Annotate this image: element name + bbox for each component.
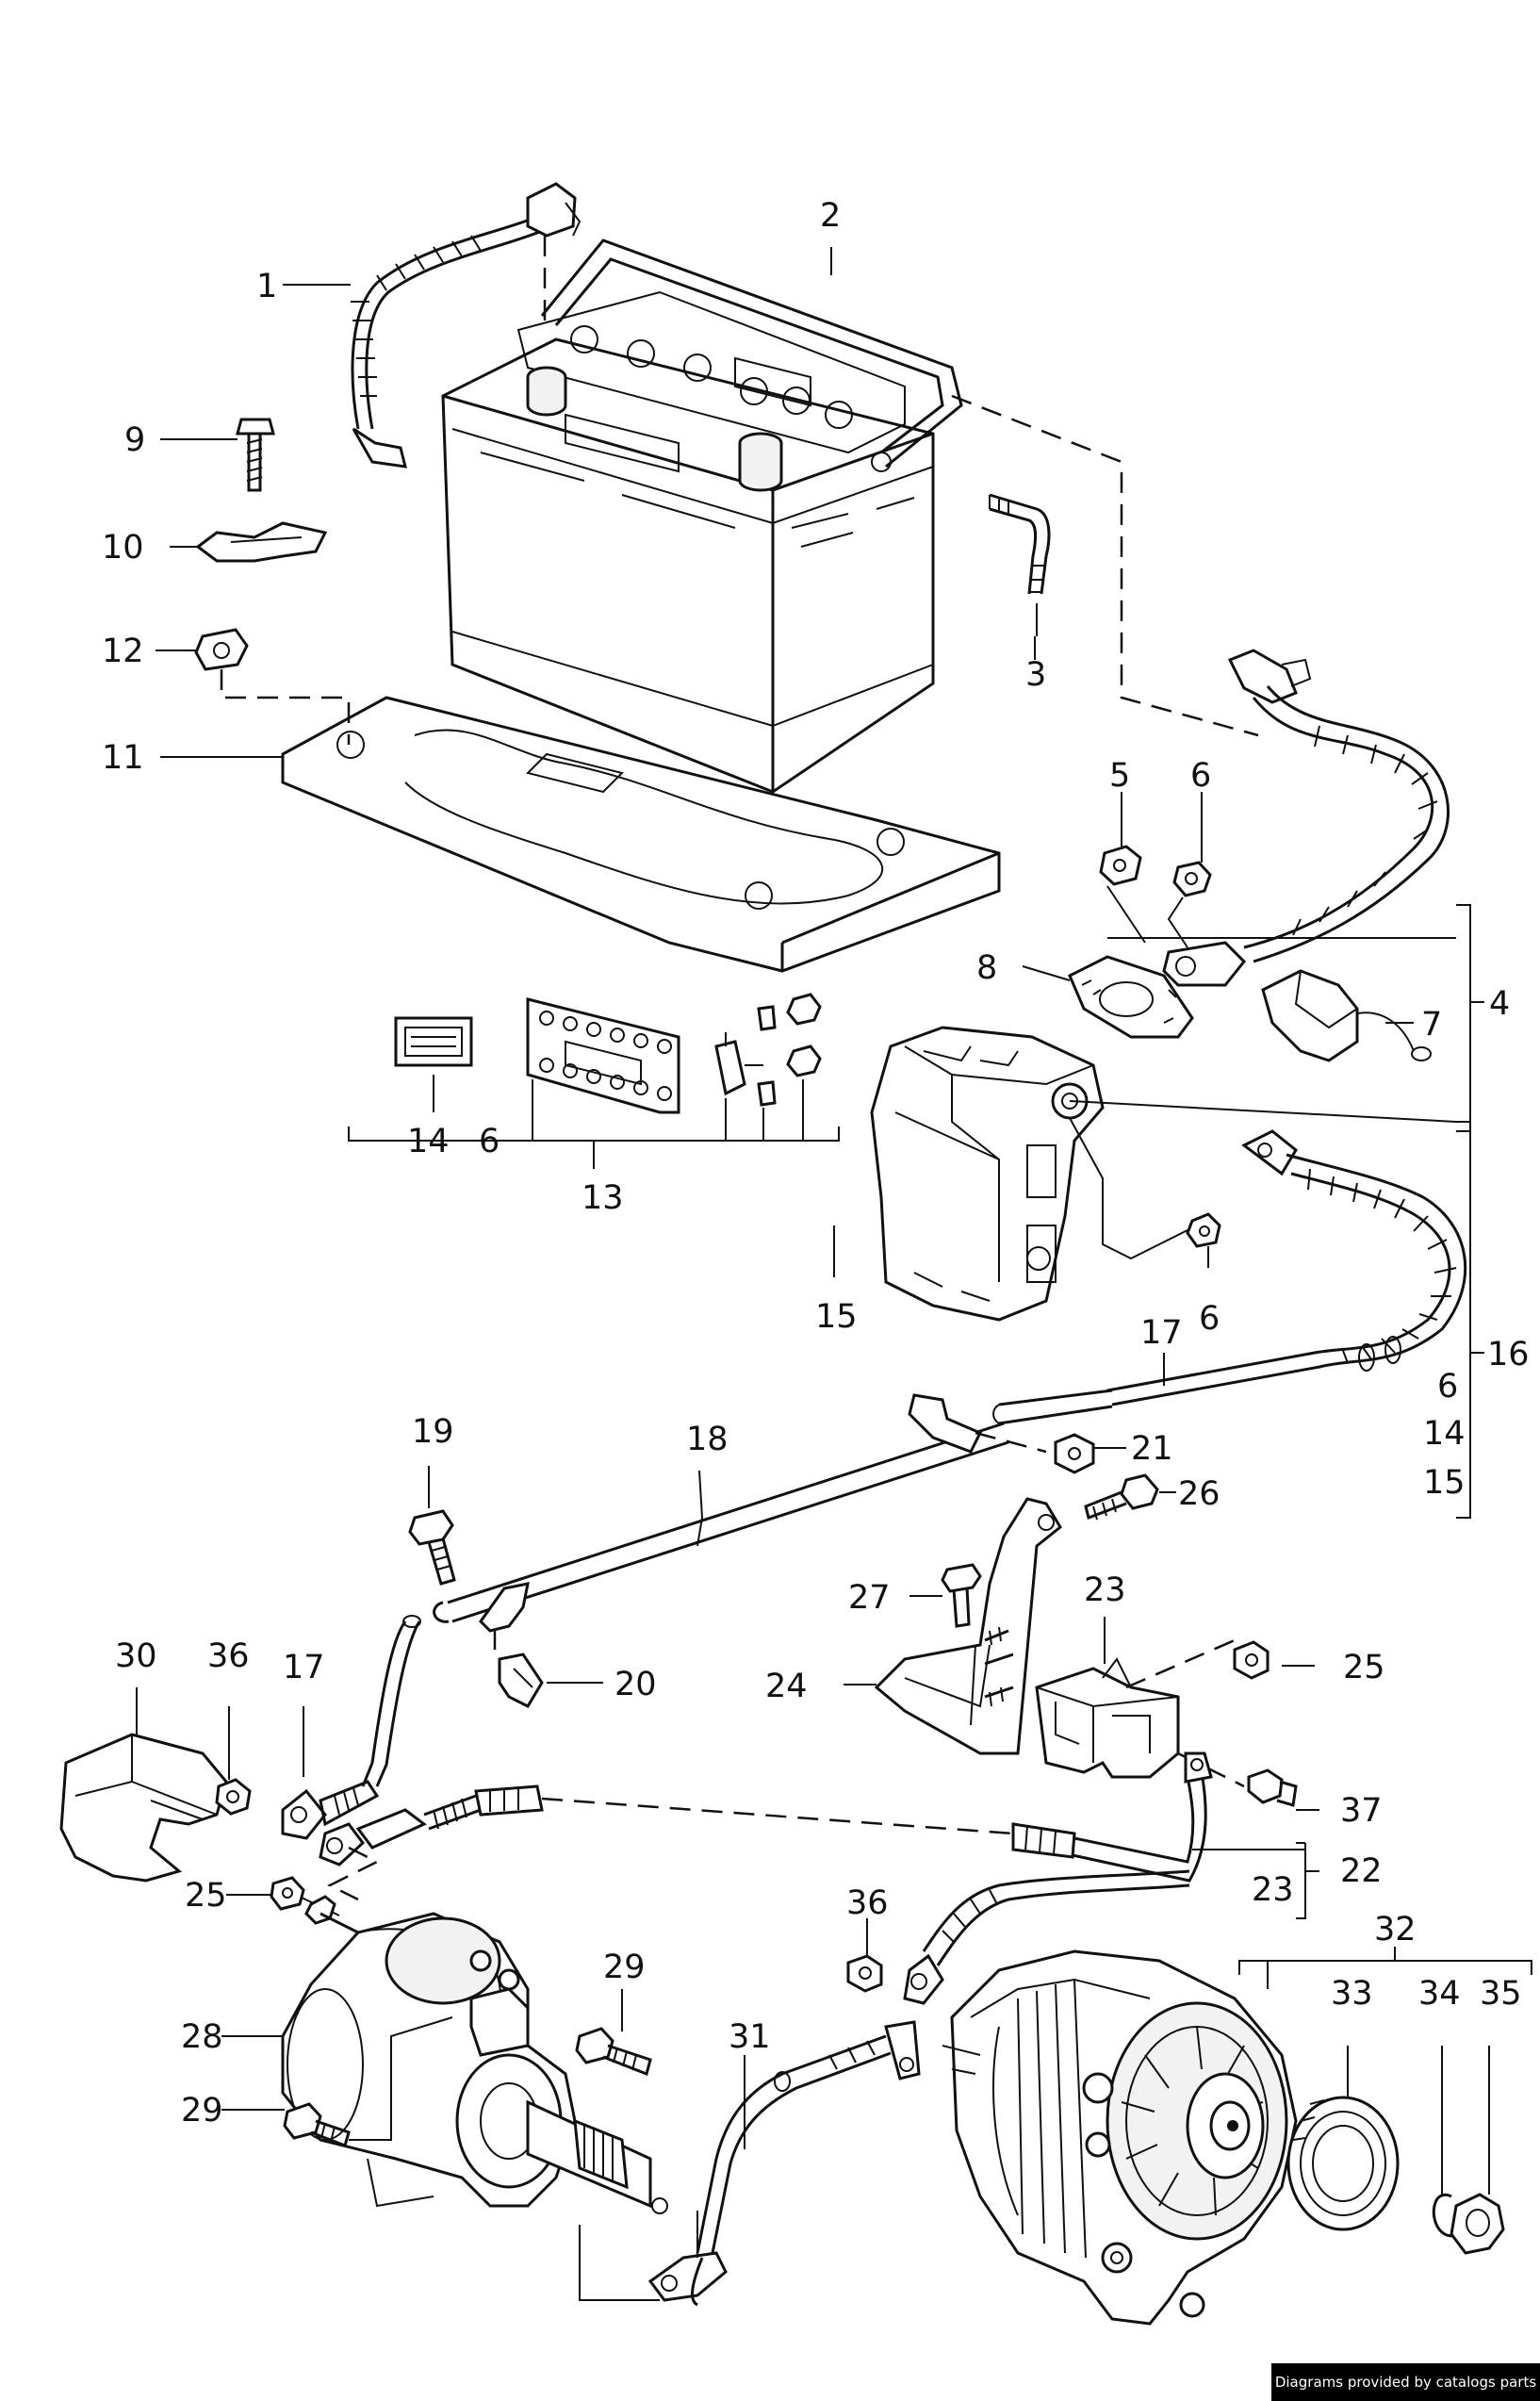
label-24: 24: [765, 1668, 808, 1705]
label-14b: 14: [1423, 1415, 1466, 1453]
label-1: 1: [256, 268, 277, 305]
label-29b: 29: [181, 2092, 223, 2130]
fuse-carrier: [870, 1026, 1105, 1322]
relay: [1035, 1638, 1298, 1807]
label-26: 26: [1178, 1475, 1221, 1513]
bracket: [874, 1497, 1062, 1755]
battery-tray: [281, 696, 1001, 973]
label-4: 4: [1489, 985, 1510, 1023]
label-27: 27: [848, 1579, 891, 1617]
label-35: 35: [1480, 1975, 1522, 2013]
label-9: 9: [124, 421, 145, 459]
label-2: 2: [820, 197, 841, 235]
ground-strap: [579, 2020, 921, 2307]
label-19: 19: [412, 1413, 454, 1451]
label-13: 13: [582, 1179, 624, 1217]
label-15b: 15: [1423, 1464, 1466, 1502]
label-31: 31: [729, 2018, 771, 2056]
alternator: [942, 1949, 1298, 2326]
label-5: 5: [1109, 757, 1130, 795]
label-23b: 23: [1252, 1871, 1294, 1909]
label-14a: 14: [407, 1123, 450, 1160]
label-37: 37: [1340, 1792, 1383, 1830]
label-25a: 25: [185, 1877, 227, 1915]
nuts-and-gasket: [1068, 845, 1212, 1039]
label-15a: 15: [815, 1298, 858, 1336]
label-7: 7: [1421, 1006, 1442, 1044]
label-33: 33: [1331, 1975, 1373, 2013]
fuse-kit: [348, 993, 840, 1169]
label-36a: 36: [207, 1637, 250, 1675]
label-29a: 29: [603, 1949, 646, 1986]
label-21: 21: [1131, 1430, 1173, 1468]
fasteners-middle: [408, 1433, 1159, 1708]
label-3: 3: [1025, 656, 1046, 694]
label-25b: 25: [1343, 1649, 1385, 1686]
label-22: 22: [1340, 1852, 1383, 1890]
label-18: 18: [686, 1421, 729, 1458]
terminal-cover: [59, 1733, 380, 1916]
label-6a: 6: [1190, 757, 1211, 795]
label-6b: 6: [479, 1123, 500, 1160]
label-10: 10: [102, 529, 144, 567]
label-28: 28: [181, 2018, 223, 2056]
vent-hose: [989, 493, 1051, 636]
label-20: 20: [614, 1666, 657, 1703]
battery: [441, 238, 963, 794]
starter-motor: [281, 1895, 668, 2214]
credit-banner: Diagrams provided by catalogs parts: [1271, 2363, 1540, 2401]
cable-conduit: [433, 1389, 1113, 1650]
label-17a: 17: [1140, 1314, 1183, 1352]
starter-bolts: [283, 2016, 652, 2147]
nut-36-lower: [846, 1954, 883, 1993]
label-12: 12: [102, 633, 144, 670]
fuse-carrier-cable: [1069, 1117, 1467, 1406]
leader-lines: [136, 247, 1414, 2149]
label-32: 32: [1374, 1911, 1417, 1949]
battery-positive-cable: [951, 394, 1450, 1062]
label-6c: 6: [1199, 1300, 1220, 1338]
pulley-parts: [1238, 1947, 1532, 2255]
label-16: 16: [1487, 1336, 1530, 1373]
label-6d: 6: [1437, 1368, 1458, 1406]
label-8: 8: [976, 949, 997, 987]
starter-cables: [281, 1615, 1319, 2005]
label-23a: 23: [1084, 1571, 1126, 1609]
battery-ground-cable: [351, 182, 582, 469]
battery-hold-down-parts: [194, 418, 351, 745]
label-34: 34: [1418, 1975, 1461, 2013]
label-30: 30: [115, 1637, 157, 1675]
label-17b: 17: [283, 1649, 325, 1686]
label-11: 11: [102, 739, 144, 777]
right-bracket-16: [1069, 904, 1484, 1519]
label-36b: 36: [846, 1884, 889, 1922]
callout-labels: 1 2 9 10 12 11 3 5 6 8 7 4 14 6 13 15 6 …: [102, 197, 1530, 2130]
